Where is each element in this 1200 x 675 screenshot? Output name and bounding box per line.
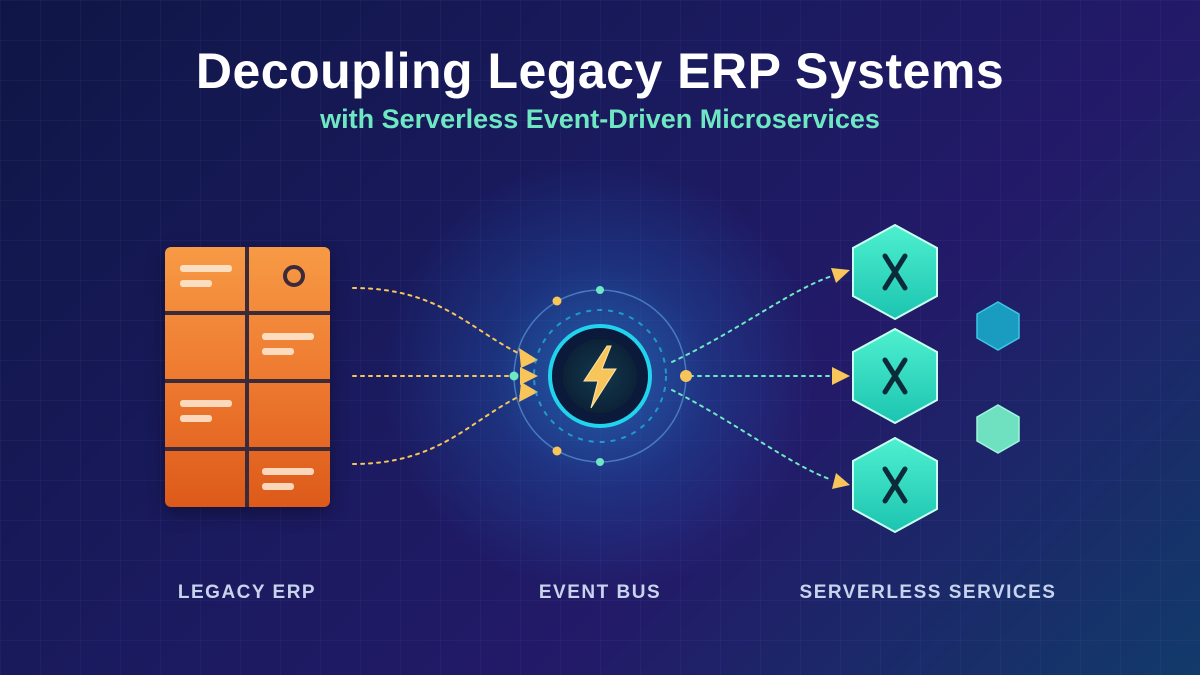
erp-line	[262, 483, 294, 490]
arrowhead	[832, 367, 850, 385]
connector-top	[352, 287, 523, 356]
service-arrowheads	[831, 268, 850, 489]
legacy-erp-block	[165, 247, 330, 507]
connector-bottom	[352, 394, 523, 465]
event-bus	[509, 286, 692, 466]
erp-divider	[165, 379, 330, 383]
arrowhead	[519, 348, 538, 368]
orbit-dot	[680, 370, 692, 382]
erp-line	[262, 468, 314, 475]
lightning-bolt-icon	[583, 345, 617, 409]
service-hex-3	[852, 436, 938, 534]
erp-line	[180, 280, 212, 287]
orbit-dot	[509, 371, 519, 381]
event-bus-label: EVENT BUS	[538, 582, 662, 603]
erp-line	[262, 348, 294, 355]
service-hex-2	[852, 327, 938, 425]
orbit-dot	[596, 458, 604, 466]
page-title: Decoupling Legacy ERP Systems	[195, 43, 1005, 99]
arrowhead	[832, 473, 850, 489]
arrowhead	[520, 367, 538, 385]
lambda-icon	[882, 466, 908, 504]
erp-divider	[165, 447, 330, 451]
connector-to-service-1	[671, 275, 833, 363]
legacy-erp-label: LEGACY ERP	[177, 582, 317, 603]
erp-connectors	[352, 287, 523, 465]
connector-to-service-3	[671, 389, 833, 481]
erp-line	[180, 265, 232, 272]
orbit-dot	[552, 446, 562, 456]
service-connectors	[671, 275, 833, 481]
erp-line	[262, 333, 314, 340]
erp-divider	[165, 311, 330, 315]
lambda-icon	[882, 357, 908, 395]
small-hex-cyan	[976, 301, 1020, 351]
small-hex-teal	[976, 404, 1020, 454]
erp-knob-icon	[283, 265, 305, 287]
serverless-services-label: SERVERLESS SERVICES	[799, 582, 1057, 603]
erp-arrowheads	[519, 348, 538, 402]
lambda-icon	[882, 253, 908, 291]
orbit-dot	[552, 296, 562, 306]
erp-line	[180, 400, 232, 407]
bus-dashed-ring	[533, 309, 667, 443]
arrowhead	[519, 382, 538, 402]
erp-divider	[245, 247, 249, 507]
page-subtitle: with Serverless Event-Driven Microservic…	[320, 104, 880, 134]
arrowhead	[831, 268, 850, 283]
erp-line	[180, 415, 212, 422]
service-hex-1	[852, 223, 938, 321]
orbit-dot	[596, 286, 604, 294]
